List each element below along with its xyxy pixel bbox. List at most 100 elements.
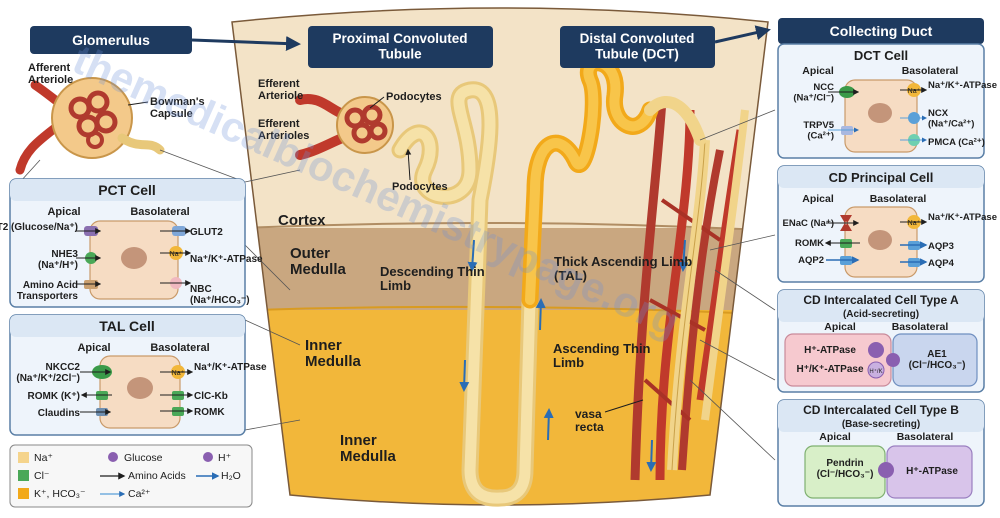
cdp-romk-label: ROMK: [795, 238, 824, 249]
connector-lines: [19, 109, 776, 461]
tal-cell-panel: TAL Cell Apical Basolateral Na⁺ NKCC2(Na…: [9, 314, 267, 436]
cdp-aqp2-label: AQP2: [798, 255, 824, 266]
cda-cell-subtitle: (Acid-secreting): [843, 309, 919, 320]
cdp-apical-label: Apical: [802, 193, 834, 205]
legend-k-swatch: [18, 488, 29, 499]
dct-trpv5-label: TRPV5(Ca²⁺): [803, 120, 834, 142]
dct-ncx-label: NCX(Na⁺/Ca²⁺): [928, 108, 974, 130]
cda-apical-label: Apical: [824, 321, 856, 333]
cdp-enac-label: ENaC (Na⁺): [783, 218, 834, 229]
cd-principal-cell-panel: CD Principal Cell Apical Basolateral Na⁺…: [777, 165, 997, 283]
tal-na-badge: Na⁺: [172, 370, 185, 377]
legend-glucose-dot: [108, 452, 118, 462]
pct-basolateral-label: Basolateral: [130, 206, 189, 218]
tal-apical-label: Apical: [77, 342, 110, 354]
cdb-apical-label: Apical: [819, 431, 851, 443]
dct-cell-panel: DCT Cell Apical Basolateral Na⁺ NCC(Na⁺/…: [777, 43, 997, 159]
podocytes-label-1: Podocytes: [386, 91, 442, 103]
dct-apical-label: Apical: [802, 65, 834, 77]
cdp-nak-label: Na⁺/K⁺-ATPase: [928, 212, 997, 223]
cdp-basolateral-label: Basolateral: [870, 193, 927, 205]
tal-label: Thick Ascending Limb(TAL): [554, 254, 692, 283]
central-glomerulus: [295, 94, 394, 160]
pct-nbc-label: NBC(Na⁺/HCO₃⁻): [190, 284, 250, 306]
cda-hkatp-label: H⁺/K⁺-ATPase: [796, 364, 863, 375]
dct-cell-title: DCT Cell: [854, 48, 908, 63]
cdp-aqp4-label: AQP4: [928, 258, 955, 269]
cdb-hatp-label: H⁺-ATPase: [906, 466, 958, 477]
legend-na-swatch: [18, 452, 29, 463]
cda-cell-title: CD Intercalated Cell Type A: [803, 293, 959, 307]
legend-h2o: H₂O: [221, 470, 241, 482]
tal-nak-label: Na⁺/K⁺-ATPase: [194, 362, 267, 373]
vasa-recta-vessels: [630, 99, 749, 481]
cdb-cell-subtitle: (Base-secreting): [842, 419, 920, 430]
tal-clckb-label: ClC-Kb: [194, 391, 228, 402]
legend-k: K⁺, HCO₃⁻: [34, 488, 86, 500]
legend-glucose: Glucose: [124, 452, 163, 464]
dct-header: [560, 26, 715, 68]
cdb-basolateral-label: Basolateral: [897, 431, 954, 443]
cdp-na-badge: Na⁺: [908, 220, 921, 227]
nephron-tubule: [391, 54, 706, 507]
tal-claudins-label: Claudins: [38, 408, 81, 419]
cda-ae1-label: AE1(Cl⁻/HCO₃⁻): [909, 349, 966, 371]
dct-nak-label: Na⁺/K⁺-ATPase: [928, 80, 997, 91]
pct-sglt2-label: SGLT2 (Glucose/Na⁺): [0, 222, 78, 233]
tal-basolateral-label: Basolateral: [150, 342, 209, 354]
pct-cell-title: PCT Cell: [98, 182, 156, 198]
tal-romk2-label: ROMK: [194, 407, 225, 418]
glomerulus-header-text: Glomerulus: [72, 32, 150, 48]
cdp-aqp3-label: AQP3: [928, 241, 954, 252]
dct-na-badge: Na⁺: [908, 88, 921, 95]
glomerulus-header: [30, 26, 192, 54]
cdb-pendrin-label: Pendrin(Cl⁻/HCO₃⁻): [817, 458, 874, 480]
dct-basolateral-label: Basolateral: [902, 65, 959, 77]
legend-na: Na⁺: [34, 452, 53, 464]
cdp-cell-title: CD Principal Cell: [829, 170, 934, 185]
cd-header-text: Collecting Duct: [830, 23, 933, 39]
dct-ncc-label: NCC(Na⁺/Cl⁻): [793, 82, 834, 104]
legend-h-dot: [203, 452, 213, 462]
cd-header: [778, 18, 984, 44]
tal-romk-label: ROMK (K⁺): [28, 391, 81, 402]
cd-intercalated-b-panel: CD Intercalated Cell Type B (Base-secret…: [777, 399, 985, 507]
legend-amino: Amino Acids: [128, 470, 186, 482]
legend-ca: Ca²⁺: [128, 488, 151, 500]
legend-cl: Cl⁻: [34, 470, 50, 482]
cdb-cell-title: CD Intercalated Cell Type B: [803, 403, 959, 417]
tal-cell-title: TAL Cell: [99, 318, 155, 334]
tal-nkcc2-label: NKCC2(Na⁺/K⁺/2Cl⁻): [16, 362, 80, 384]
pct-glut2-label: GLUT2: [190, 227, 223, 238]
dct-pmca-label: PMCA (Ca²⁺): [928, 137, 985, 148]
pct-cell-panel: PCT Cell Apical Basolateral Na⁺ SGLT2 (G…: [0, 178, 263, 308]
cda-basolateral-label: Basolateral: [892, 321, 949, 333]
pct-nhe3-label: NHE3(Na⁺/H⁺): [38, 249, 78, 271]
legend-cl-swatch: [18, 470, 29, 481]
legend-h: H⁺: [218, 452, 232, 464]
legend: Na⁺ Cl⁻ K⁺, HCO₃⁻ Glucose Amino Acids Ca…: [9, 444, 253, 508]
cortex-label: Cortex: [278, 212, 326, 229]
bucket-outline: [231, 7, 769, 506]
pct-na-badge: Na⁺: [170, 251, 183, 258]
cda-hatp-label: H⁺-ATPase: [804, 345, 856, 356]
podocytes-label-2: Podocytes: [392, 181, 448, 193]
pct-apical-label: Apical: [47, 206, 80, 218]
pct-header: [308, 26, 493, 68]
cda-hk-badge: H⁺/K: [869, 368, 882, 375]
glomerulus-illustration: [15, 77, 165, 175]
